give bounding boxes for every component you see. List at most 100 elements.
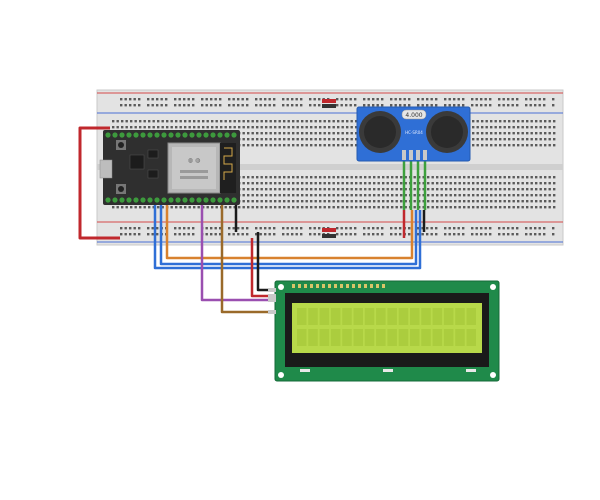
breadboard-hole (453, 98, 456, 101)
breadboard-hole (475, 233, 478, 236)
breadboard-hole (152, 206, 155, 209)
breadboard-hole (368, 194, 371, 197)
lcd-cell (376, 329, 386, 346)
wire-brown (220, 205, 272, 314)
esp32-pin (154, 132, 160, 138)
breadboard-hole (214, 233, 217, 236)
breadboard-hole (211, 206, 214, 209)
breadboard-hole (467, 182, 470, 185)
breadboard-hole (377, 206, 380, 209)
breadboard-hole (260, 132, 263, 135)
breadboard-hole (350, 144, 353, 147)
breadboard-hole (485, 194, 488, 197)
breadboard-hole (256, 182, 259, 185)
breadboard-hole (341, 138, 344, 141)
breadboard-hole (373, 182, 376, 185)
esp32-pin (147, 197, 153, 203)
breadboard-hole (363, 104, 366, 107)
breadboard-hole (278, 138, 281, 141)
breadboard-hole (481, 194, 484, 197)
breadboard-hole (120, 233, 123, 236)
breadboard-hole (256, 200, 259, 203)
breadboard-hole (350, 176, 353, 179)
lcd-cell (364, 329, 375, 346)
breadboard-hole (139, 126, 142, 129)
breadboard-hole (273, 233, 276, 236)
breadboard-hole (301, 138, 304, 141)
breadboard-hole (395, 200, 398, 203)
breadboard-hole (553, 188, 556, 191)
breadboard-hole (282, 98, 285, 101)
breadboard-hole (143, 120, 146, 123)
breadboard-hole (268, 98, 271, 101)
breadboard-hole (476, 144, 479, 147)
esp32-pin (224, 132, 230, 138)
breadboard-hole (130, 206, 133, 209)
breadboard-hole (259, 227, 262, 230)
breadboard-hole (187, 104, 190, 107)
breadboard-hole (292, 176, 295, 179)
breadboard-hole (449, 194, 452, 197)
breadboard-hole (340, 98, 343, 101)
breadboard-hole (273, 98, 276, 101)
esp32-module-mark (180, 170, 208, 173)
breadboard-hole (129, 233, 132, 236)
breadboard-hole (394, 104, 397, 107)
breadboard-hole (318, 227, 321, 230)
breadboard-hole (247, 144, 250, 147)
breadboard-hole (430, 98, 433, 101)
breadboard-hole (430, 227, 433, 230)
breadboard-hole (229, 126, 232, 129)
breadboard-hole (517, 120, 520, 123)
breadboard-hole (355, 176, 358, 179)
breadboard-hole (274, 176, 277, 179)
breadboard-hole (526, 144, 529, 147)
breadboard-hole (328, 138, 331, 141)
breadboard-hole (548, 182, 551, 185)
breadboard-hole (422, 188, 425, 191)
breadboard-hole (346, 120, 349, 123)
breadboard-hole (544, 144, 547, 147)
lcd-header-pin (304, 284, 307, 288)
esp32-pin (168, 197, 174, 203)
breadboard-hole (471, 227, 474, 230)
breadboard-hole (314, 126, 317, 129)
lcd-cell (330, 329, 341, 346)
lcd-header-pin (340, 284, 343, 288)
breadboard-hole (238, 120, 241, 123)
breadboard-hole (256, 138, 259, 141)
breadboard-hole (160, 98, 163, 101)
esp32-pin (196, 132, 202, 138)
breadboard-hole (165, 98, 168, 101)
breadboard-hole (499, 138, 502, 141)
breadboard-hole (427, 200, 430, 203)
esp32-pin (189, 132, 195, 138)
breadboard-hole (485, 182, 488, 185)
breadboard-hole (517, 138, 520, 141)
wire-blue-1 (153, 205, 422, 270)
breadboard-hole (134, 206, 137, 209)
breadboard-hole (484, 104, 487, 107)
breadboard-hole (346, 138, 349, 141)
breadboard-hole (508, 120, 511, 123)
breadboard-hole (458, 176, 461, 179)
breadboard-hole (156, 104, 159, 107)
breadboard-hole (187, 227, 190, 230)
breadboard-hole (300, 227, 303, 230)
breadboard-hole (535, 126, 538, 129)
breadboard-hole (494, 206, 497, 209)
breadboard-hole (255, 227, 258, 230)
breadboard-hole (538, 104, 541, 107)
breadboard-hole (286, 233, 289, 236)
breadboard-hole (526, 188, 529, 191)
breadboard-hole (292, 194, 295, 197)
breadboard-hole (400, 206, 403, 209)
breadboard-hole (485, 200, 488, 203)
breadboard-hole (530, 188, 533, 191)
breadboard-hole (125, 120, 128, 123)
breadboard-hole (364, 206, 367, 209)
breadboard-hole (481, 120, 484, 123)
breadboard-hole (517, 176, 520, 179)
breadboard-hole (391, 182, 394, 185)
breadboard-hole (485, 126, 488, 129)
